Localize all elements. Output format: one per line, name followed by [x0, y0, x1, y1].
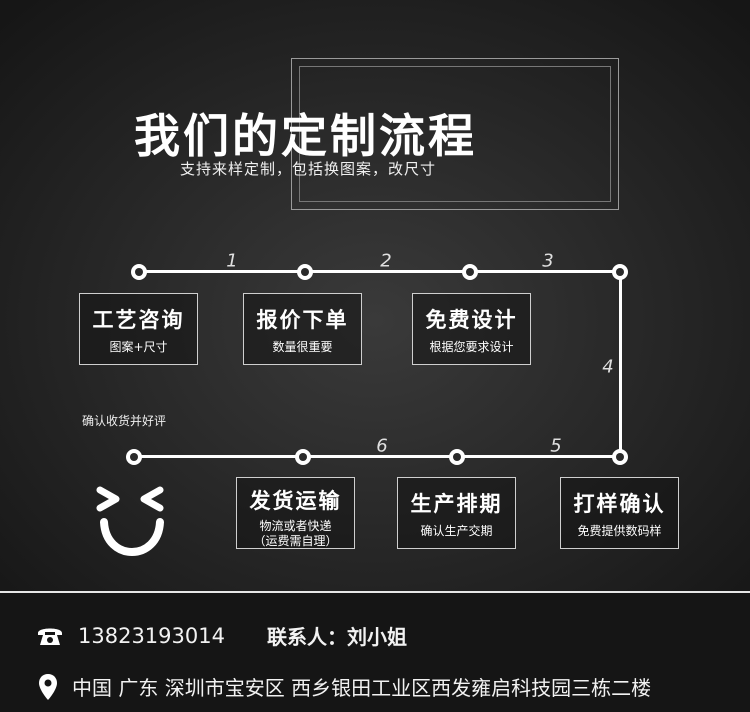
- step-desc: 图案+尺寸: [109, 340, 168, 354]
- step-box-consult: 工艺咨询 图案+尺寸: [79, 293, 198, 365]
- contact-footer: 13823193014 联系人：刘小姐 中国 广东 深圳市宝安区 西乡银田工业区…: [0, 591, 750, 712]
- flow-line-right: [619, 272, 622, 458]
- step-title: 报价下单: [256, 308, 349, 332]
- step-title: 生产排期: [410, 492, 503, 516]
- step-desc: （运费需自理）: [253, 534, 338, 548]
- phone-row: 13823193014 联系人：刘小姐: [36, 621, 407, 650]
- flow-node: [462, 264, 478, 280]
- step-number-5: 5: [550, 435, 562, 457]
- smiley-face-icon: [96, 486, 164, 556]
- contact-person: 联系人：刘小姐: [266, 625, 407, 649]
- flow-node: [131, 264, 147, 280]
- page-title: 我们的定制流程: [134, 109, 477, 163]
- flow-node: [126, 449, 142, 465]
- step-desc: 物流或者快递: [259, 519, 332, 533]
- step-number-4: 4: [602, 356, 614, 378]
- address: 中国 广东 深圳市宝安区 西乡银田工业区西发雍启科技园三栋二楼: [72, 676, 652, 700]
- step-desc: 根据您要求设计: [429, 340, 514, 354]
- location-pin-icon: [39, 673, 57, 700]
- step-box-design: 免费设计 根据您要求设计: [412, 293, 531, 365]
- title-frame-outer: [291, 58, 619, 210]
- step-title: 免费设计: [425, 308, 518, 332]
- step-box-quote: 报价下单 数量很重要: [243, 293, 362, 365]
- step-desc: 确认生产交期: [420, 524, 493, 538]
- step-title: 工艺咨询: [92, 308, 185, 332]
- step-box-sample: 打样确认 免费提供数码样: [560, 477, 679, 549]
- step-title: 发货运输: [249, 489, 342, 513]
- flow-line-bottom: [134, 455, 621, 458]
- phone-number[interactable]: 13823193014: [78, 623, 225, 648]
- page-subtitle: 支持来样定制，包括换图案，改尺寸: [180, 160, 437, 178]
- flow-node: [612, 449, 628, 465]
- flow-node: [612, 264, 628, 280]
- step-number-2: 2: [380, 250, 392, 272]
- flow-line-top: [139, 270, 621, 273]
- flow-node: [295, 449, 311, 465]
- step-title: 打样确认: [573, 492, 666, 516]
- step-number-3: 3: [542, 250, 554, 272]
- step-desc: 数量很重要: [272, 340, 333, 354]
- title-frame-inner: [299, 66, 611, 202]
- step-box-shipping: 发货运输 物流或者快递 （运费需自理）: [236, 477, 355, 549]
- address-row: 中国 广东 深圳市宝安区 西乡银田工业区西发雍启科技园三栋二楼: [38, 672, 651, 701]
- phone-icon: [38, 628, 62, 645]
- final-step-label: 确认收货并好评: [82, 414, 167, 428]
- step-number-1: 1: [226, 250, 238, 272]
- flow-node: [297, 264, 313, 280]
- step-desc: 免费提供数码样: [577, 524, 662, 538]
- flow-node: [449, 449, 465, 465]
- step-box-production: 生产排期 确认生产交期: [397, 477, 516, 549]
- step-number-6: 6: [376, 435, 388, 457]
